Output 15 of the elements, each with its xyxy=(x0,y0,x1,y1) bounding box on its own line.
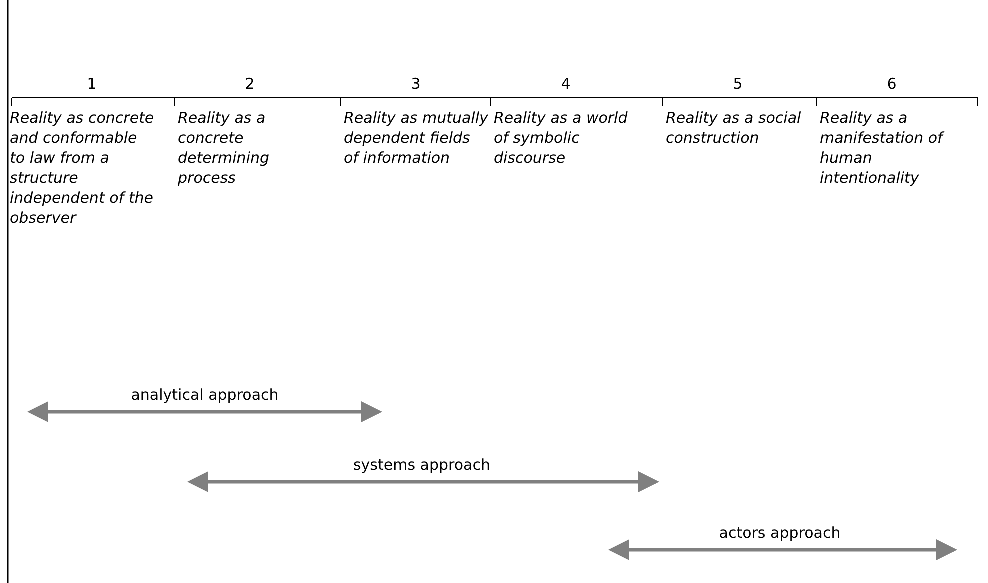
column-description: Reality as concrete and conformable to law from a structure independent of the observer xyxy=(10,108,155,228)
column-number: 3 xyxy=(410,74,422,94)
range-label: analytical approach xyxy=(130,385,280,405)
range-label: systems approach xyxy=(352,455,492,475)
column-description: Reality as a manifestation of human intentionality xyxy=(820,108,946,188)
column-number: 5 xyxy=(732,74,744,94)
column-description: Reality as mutually dependent fields of information xyxy=(344,108,489,168)
column-number: 2 xyxy=(244,74,256,94)
column-description: Reality as a world of symbolic discourse xyxy=(494,108,629,168)
column-number: 4 xyxy=(560,74,572,94)
range-label: actors approach xyxy=(718,523,842,543)
column-description: Reality as a concrete determining process xyxy=(178,108,271,188)
column-description: Reality as a social construction xyxy=(666,108,802,148)
column-number: 1 xyxy=(86,74,98,94)
column-number: 6 xyxy=(886,74,898,94)
